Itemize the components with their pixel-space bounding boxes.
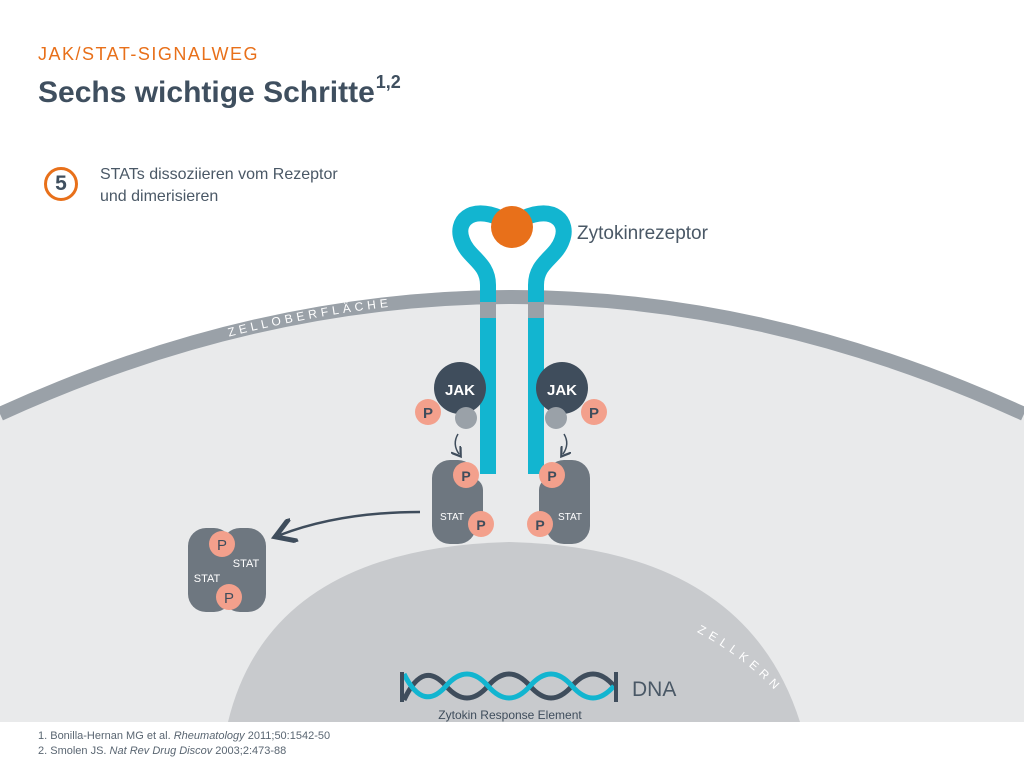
cell-membrane	[0, 290, 1024, 421]
jak-left-label: JAK	[445, 382, 475, 399]
response-element-label: Zytokin Response Element	[438, 708, 582, 722]
stat-dimer-label-right: STAT	[233, 558, 260, 570]
reference-1: 1. Bonilla-Hernan MG et al. Rheumatology…	[38, 729, 330, 744]
cell-nucleus	[228, 542, 800, 722]
section-eyebrow: JAK/STAT-SIGNALWEG	[38, 44, 260, 64]
stat-dimer-phosphate-top-label: P	[217, 537, 227, 554]
jak-right-phosphate	[581, 399, 607, 425]
jak-left-docking-site	[455, 407, 477, 429]
receptor-left-transmembrane	[480, 302, 496, 318]
receptor-left-chain	[452, 205, 504, 474]
jak-right	[536, 362, 588, 414]
jak-left-phosphate-label: P	[423, 405, 433, 422]
page-title-text: Sechs wichtige Schritte	[38, 76, 375, 109]
stat-dimer-phosphate-bottom	[216, 584, 242, 610]
stat-right-label: STAT	[558, 512, 582, 523]
cytokine-ligand	[491, 206, 533, 248]
stat-left-label: STAT	[440, 512, 464, 523]
dna-label: DNA	[632, 678, 676, 701]
step-description: STATs dissoziieren vom Rezeptor und dime…	[100, 164, 400, 208]
stat-left-phosphate-top-label: P	[461, 468, 470, 484]
page-title: Sechs wichtige Schritte1,2	[38, 72, 401, 110]
stat-dimer-phosphate-bottom-label: P	[224, 590, 234, 607]
references: 1. Bonilla-Hernan MG et al. Rheumatology…	[38, 729, 330, 759]
reference-1-journal: Rheumatology	[173, 730, 245, 742]
dna-helix	[400, 671, 618, 702]
jak-right-label: JAK	[547, 382, 577, 399]
step-description-line2: und dimerisieren	[100, 188, 219, 205]
stat-left-phosphate-top	[453, 462, 479, 488]
phosphorylation-arrow-left	[455, 433, 459, 454]
stat-left-phosphate-bottom	[468, 511, 494, 537]
reference-1-authors: 1. Bonilla-Hernan MG et al.	[38, 730, 174, 742]
jak-left	[434, 362, 486, 414]
reference-2-authors: 2. Smolen JS.	[38, 745, 110, 757]
receptor-right-transmembrane	[528, 302, 544, 318]
stat-dimer-phosphate-top	[209, 531, 235, 557]
stat-dimer-label-left: STAT	[194, 573, 221, 585]
stat-right-phosphate-bottom-label: P	[535, 517, 544, 533]
stat-left-phosphate-bottom-label: P	[476, 517, 485, 533]
jak-right-phosphate-label: P	[589, 405, 599, 422]
cytoplasm	[0, 290, 1024, 722]
step-description-line1: STATs dissoziieren vom Rezeptor	[100, 166, 338, 183]
receptor-right-chain	[520, 205, 572, 474]
title-superscript: 1,2	[375, 72, 401, 92]
reference-2-details: 2003;2:473-88	[212, 745, 287, 757]
reference-2: 2. Smolen JS. Nat Rev Drug Discov 2003;2…	[38, 744, 330, 759]
jak-left-phosphate	[415, 399, 441, 425]
reference-1-details: 2011;50:1542-50	[244, 730, 331, 742]
reference-2-journal: Nat Rev Drug Discov	[109, 745, 213, 757]
step-number-badge: 5	[44, 167, 78, 201]
phosphorylation-arrow-right	[563, 433, 567, 454]
jak-right-docking-site	[545, 407, 567, 429]
stat-right-phosphate-top-label: P	[547, 468, 556, 484]
stat-right-phosphate-bottom	[527, 511, 553, 537]
stat-right-phosphate-top	[539, 462, 565, 488]
receptor-label: Zytokinrezeptor	[577, 223, 709, 244]
dissociation-arrow	[280, 510, 421, 535]
